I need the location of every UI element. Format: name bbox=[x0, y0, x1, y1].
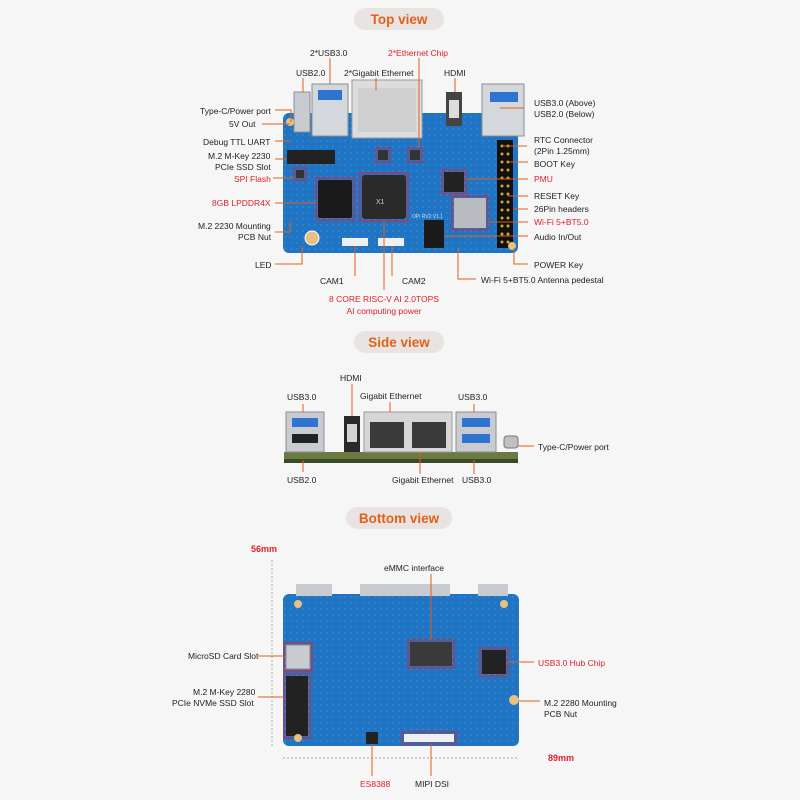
label-side-gbe-top: Gigabit Ethernet bbox=[360, 391, 422, 401]
cpu-silk: X1 bbox=[376, 199, 385, 206]
label-5v-out: 5V Out bbox=[229, 119, 256, 129]
top-view-title: Top view bbox=[354, 8, 444, 30]
label-hdmi-top: HDMI bbox=[444, 68, 466, 78]
top-leader-lines bbox=[262, 58, 528, 290]
bottom-leader-lines bbox=[258, 574, 540, 776]
label-usb-stack-2: USB2.0 (Below) bbox=[534, 109, 595, 119]
label-width-56mm: 56mm bbox=[251, 544, 278, 554]
bottom-view-board bbox=[283, 584, 519, 746]
label-ethernet-chip: 2*Ethernet Chip bbox=[388, 48, 449, 58]
label-length-89mm: 89mm bbox=[548, 753, 575, 763]
label-side-hdmi: HDMI bbox=[340, 373, 362, 383]
label-wifi: Wi-Fi 5+BT5.0 bbox=[534, 217, 589, 227]
label-usb30-top: 2*USB3.0 bbox=[310, 48, 348, 58]
label-mipi-dsi: MIPI DSI bbox=[415, 779, 450, 789]
label-microsd: MicroSD Card Slot bbox=[188, 651, 259, 661]
label-reset-key: RESET Key bbox=[534, 191, 580, 201]
label-side-usb30-right-top: USB3.0 bbox=[458, 392, 488, 402]
label-emmc: eMMC interface bbox=[384, 563, 444, 573]
label-rtc-1: RTC Connector bbox=[534, 135, 593, 145]
label-rtc-2: (2Pin 1.25mm) bbox=[534, 146, 590, 156]
label-ram: 8GB LPDDR4X bbox=[212, 198, 271, 208]
dimension-lines bbox=[271, 560, 519, 759]
label-cpu-2: AI computing power bbox=[346, 306, 422, 316]
label-side-usb20: USB2.0 bbox=[287, 475, 317, 485]
label-26pin: 26Pin headers bbox=[534, 204, 589, 214]
label-nvme-1: M.2 M-Key 2280 bbox=[193, 687, 256, 697]
label-m2-2230-1: M.2 M-Key 2230 bbox=[208, 151, 271, 161]
label-side-typec: Type-C/Power port bbox=[538, 442, 609, 452]
label-antenna: Wi-Fi 5+BT5.0 Antenna pedestal bbox=[481, 275, 604, 285]
side-leader-lines bbox=[302, 384, 534, 474]
label-side-gbe-bottom: Gigabit Ethernet bbox=[392, 475, 454, 485]
label-side-usb30-right-bottom: USB3.0 bbox=[462, 475, 492, 485]
label-gigabit-top: 2*Gigabit Ethernet bbox=[344, 68, 414, 78]
label-mount-2280-1: M.2 2280 Mounting bbox=[544, 698, 617, 708]
label-spi-flash: SPI Flash bbox=[234, 174, 271, 184]
label-mount-2230-1: M.2 2230 Mounting bbox=[198, 221, 271, 231]
label-mount-2280-2: PCB Nut bbox=[544, 709, 578, 719]
label-side-usb30-left: USB3.0 bbox=[287, 392, 317, 402]
label-boot-key: BOOT Key bbox=[534, 159, 575, 169]
label-cam2: CAM2 bbox=[402, 276, 426, 286]
board-model-silk: OPi RV2 V1.1 bbox=[412, 214, 444, 220]
label-usb20-top: USB2.0 bbox=[296, 68, 326, 78]
label-audio: Audio In/Out bbox=[534, 232, 582, 242]
label-power-key: POWER Key bbox=[534, 260, 584, 270]
label-usb-stack-1: USB3.0 (Above) bbox=[534, 98, 596, 108]
side-view-board bbox=[284, 411, 519, 463]
label-typec-top: Type-C/Power port bbox=[200, 106, 271, 116]
label-usb-hub: USB3.0 Hub Chip bbox=[538, 658, 606, 668]
label-cam1: CAM1 bbox=[320, 276, 344, 286]
label-es8388: ES8388 bbox=[360, 779, 391, 789]
label-pmu: PMU bbox=[534, 174, 553, 184]
bottom-view-title: Bottom view bbox=[346, 507, 452, 529]
label-m2-2230-2: PCIe SSD Slot bbox=[215, 162, 271, 172]
label-debug-uart: Debug TTL UART bbox=[203, 137, 271, 147]
label-cpu-1: 8 CORE RISC-V AI 2.0TOPS bbox=[329, 294, 439, 304]
label-mount-2230-2: PCB Nut bbox=[238, 232, 272, 242]
side-view-title: Side view bbox=[354, 331, 444, 353]
top-view-board bbox=[283, 79, 525, 253]
label-nvme-2: PCIe NVMe SSD Slot bbox=[172, 698, 254, 708]
label-led: LED bbox=[255, 260, 272, 270]
